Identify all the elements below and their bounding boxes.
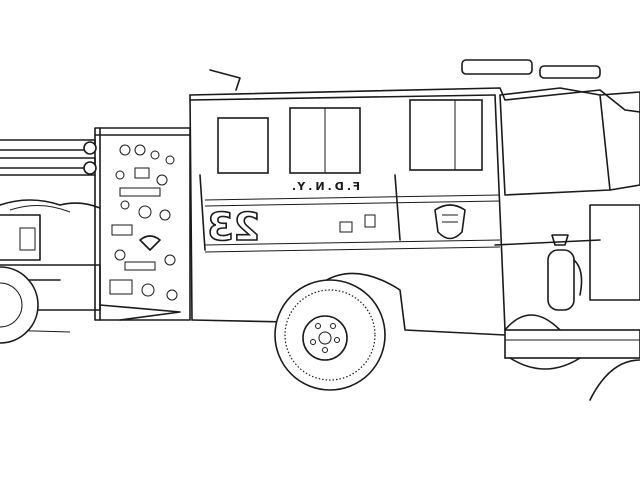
- cab-windows: [217, 87, 640, 196]
- door-lettering: F.D.N.Y.: [289, 180, 360, 193]
- fdny-emblem: [434, 204, 466, 240]
- rear-wheel: [0, 266, 39, 344]
- front-bumper: [504, 204, 640, 370]
- cab-body: [189, 87, 640, 336]
- door-details: [199, 174, 401, 251]
- roof-lights: [209, 59, 601, 91]
- fire-extinguisher: [547, 234, 583, 311]
- unit-number: 23: [207, 205, 260, 249]
- front-wheel: [274, 279, 386, 391]
- pump-panel: [83, 127, 191, 321]
- front-right-wheel: [589, 359, 640, 401]
